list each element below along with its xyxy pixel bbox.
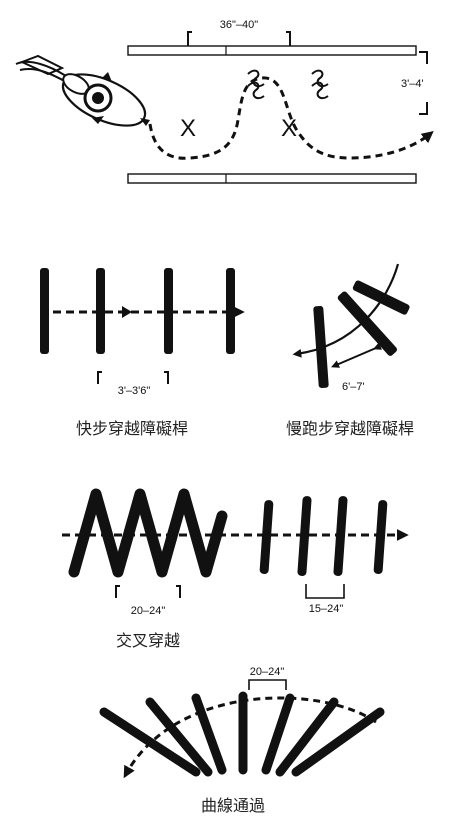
zigzag-bracket [115, 585, 181, 598]
parallel-spacing-label: 15–24" [309, 603, 344, 615]
fan-pole-3 [191, 693, 227, 775]
parallel-bracket [305, 584, 345, 599]
canter-spacing-label: 6'–7' [342, 381, 365, 393]
trot-pole-2 [96, 268, 105, 354]
fast-spacing-label: 3'–3'6" [118, 385, 151, 397]
trot-pole-1 [40, 268, 49, 354]
trot-pole-4 [226, 268, 235, 354]
height-label: 3'–4' [401, 78, 424, 90]
curve-section: 20–24" 曲線通過 [99, 666, 385, 815]
canter-poles-section: 6'–7' 慢跑步穿越障礙桿 [286, 263, 414, 438]
curve-path [123, 696, 377, 779]
cross-caption: 交叉穿越 [116, 631, 180, 650]
bottom-rail [127, 173, 417, 184]
curve-spacing-label: 20–24" [250, 666, 285, 678]
zigzag-poles [68, 488, 228, 578]
parallel-pole-3 [333, 496, 348, 576]
mid-arrow [122, 306, 132, 318]
canter-pole-diagonal [337, 291, 397, 356]
width-bracket [187, 31, 291, 46]
horse-rider-icon [15, 54, 150, 127]
parallel-pole-4 [373, 500, 388, 574]
canter-spacing-arrow [331, 342, 382, 368]
fast-poles-section: 3'–3'6" 快步穿越障礙桿 [40, 268, 245, 438]
x-mark-right: X [281, 115, 297, 142]
top-rail [127, 45, 417, 56]
fan-pole-6 [275, 697, 339, 777]
width-label: 36"–40" [220, 19, 258, 31]
fan-pole-2 [145, 697, 213, 777]
height-bracket [419, 51, 428, 115]
fan-poles [99, 691, 385, 777]
fast-caption: 快步穿越障礙桿 [76, 419, 188, 438]
parallel-pole-1 [259, 500, 274, 574]
zigzag-spacing-label: 20–24" [131, 605, 166, 617]
fan-pole-7 [291, 707, 385, 777]
fast-bracket [97, 371, 169, 384]
canter-pole-top [352, 280, 410, 315]
fan-pole-5 [261, 693, 295, 775]
spring-marker-left [247, 69, 265, 100]
canter-path [292, 263, 400, 358]
slalom-section: 36"–40" 3'–4' X X [15, 19, 434, 184]
spring-marker-right [311, 69, 329, 100]
trot-pole-3 [164, 268, 173, 354]
curve-bracket [248, 679, 287, 690]
parallel-pole-2 [297, 496, 312, 576]
curve-caption: 曲線通過 [201, 796, 265, 815]
cross-section: 20–24" 15–24" 交叉穿越 [62, 488, 409, 650]
canter-caption: 慢跑步穿越障礙桿 [286, 419, 414, 438]
x-mark-left: X [180, 115, 196, 142]
